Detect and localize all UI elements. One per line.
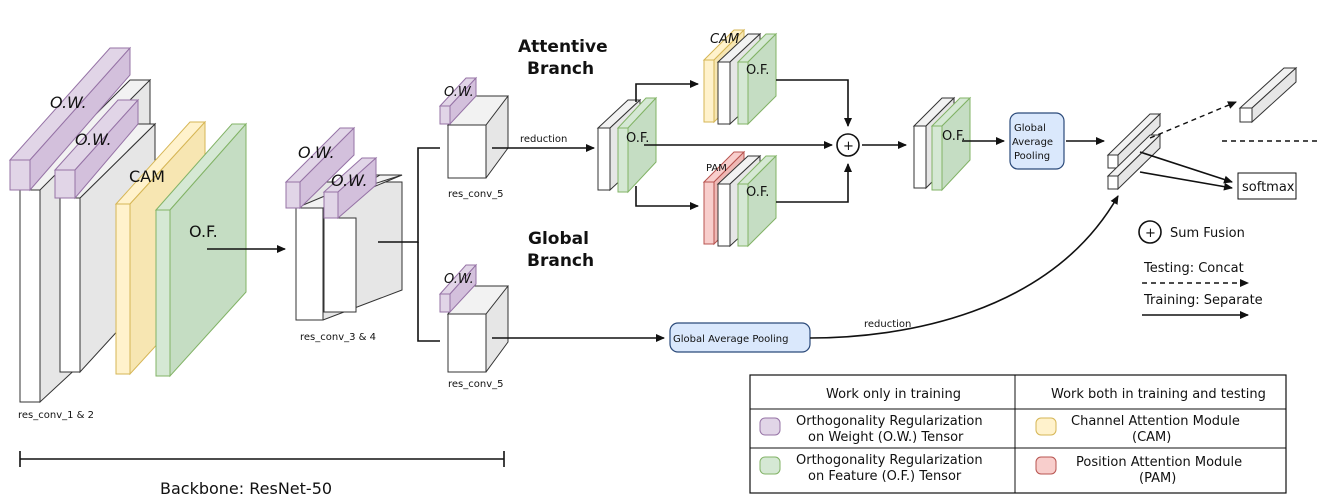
arrow-cam-to-sum: [776, 79, 852, 127]
legend-table: [749, 374, 1287, 494]
ow-label-6: O.W.: [444, 272, 474, 287]
attentive-res-conv-5-block: [438, 76, 510, 179]
legend-ow-line2: on Weight (O.W.) Tensor: [808, 430, 964, 445]
res-conv-1-2-block: [8, 46, 248, 404]
dashed-arrow-to-test: [1149, 101, 1237, 139]
split-to-attentive: [378, 147, 440, 243]
legend-pam-line1: Position Attention Module: [1076, 455, 1242, 470]
cam-stack: [702, 28, 778, 126]
softmax-label: softmax: [1242, 180, 1295, 195]
cam-label-stack: CAM: [710, 32, 739, 47]
legend-of-line1: Orthogonality Regularization: [796, 453, 983, 468]
legend-cam-line1: Channel Attention Module: [1071, 414, 1240, 429]
cam-label-backbone: CAM: [129, 167, 165, 186]
pam-stack: [702, 150, 778, 248]
legend-cam-line2: (CAM): [1132, 430, 1171, 445]
ow-label-3: O.W.: [298, 143, 335, 162]
of-label-reduced: O.F.: [626, 131, 649, 146]
gap-box-text-1: Global: [1014, 123, 1046, 134]
gap-box-global-text: Global Average Pooling: [673, 334, 788, 345]
global-res-conv-5-block: [438, 263, 510, 373]
key-training: Training: Separate: [1143, 293, 1263, 308]
reduced-feature-block: [596, 96, 658, 194]
key-sum-plus: +: [1145, 226, 1156, 241]
key-sum-fusion: Sum Fusion: [1170, 226, 1245, 241]
curve-global-to-concat: [809, 195, 1119, 339]
ow-label-5: O.W.: [444, 85, 474, 100]
sum-fusion-node: [836, 133, 860, 157]
legend-ow-line1: Orthogonality Regularization: [796, 414, 983, 429]
reduction-label-global: reduction: [864, 319, 911, 330]
gap-box-attentive: [1009, 112, 1065, 170]
concat-vector-stack: [1106, 112, 1162, 191]
split-to-global: [417, 242, 440, 342]
ow-label-4: O.W.: [331, 171, 368, 190]
res-conv-1-2-label: res_conv_1 & 2: [18, 410, 94, 421]
legend-col2-header: Work both in training and testing: [1051, 387, 1266, 402]
sum-fusion-plus: +: [843, 139, 854, 154]
of-label-fused: O.F.: [942, 129, 965, 144]
attentive-branch-title-2: Branch: [527, 59, 594, 79]
of-label-pam: O.F.: [746, 185, 769, 200]
arrow-to-softmax-1: [1139, 151, 1233, 184]
global-res-conv-5-label: res_conv_5: [448, 379, 504, 390]
legend-col1-header: Work only in training: [826, 387, 961, 402]
of-label-cam: O.F.: [746, 63, 769, 78]
fused-feature-block: [912, 96, 972, 192]
arrow-to-softmax-2: [1139, 171, 1233, 191]
backbone-label: Backbone: ResNet-50: [160, 479, 332, 498]
global-branch-title-2: Branch: [527, 251, 594, 271]
key-testing: Testing: Concat: [1143, 261, 1244, 276]
test-output-vector: [1238, 66, 1298, 124]
gap-box-text-2: Average: [1012, 137, 1053, 148]
arrow-pam-to-sum: [776, 163, 852, 203]
gap-box-text-3: Pooling: [1014, 151, 1050, 162]
ow-label-1: O.W.: [50, 93, 87, 112]
arrow-to-cam: [635, 80, 699, 102]
softmax-box: [1237, 172, 1297, 200]
of-label-backbone: O.F.: [189, 222, 218, 241]
pam-label-stack: PAM: [706, 163, 727, 174]
reduction-label-attentive: reduction: [520, 134, 567, 145]
key-sum-icon: [1138, 220, 1162, 244]
attentive-branch-title-1: Attentive: [518, 37, 608, 57]
arrow-to-pam: [635, 186, 699, 210]
res-conv-3-4-label: res_conv_3 & 4: [300, 332, 376, 343]
legend-of-line2: on Feature (O.F.) Tensor: [808, 469, 962, 484]
legend-pam-line2: (PAM): [1139, 471, 1176, 486]
global-branch-title-1: Global: [528, 229, 589, 249]
res-conv-3-4-block: [284, 126, 403, 321]
attentive-res-conv-5-label: res_conv_5: [448, 189, 504, 200]
ow-label-2: O.W.: [75, 130, 112, 149]
